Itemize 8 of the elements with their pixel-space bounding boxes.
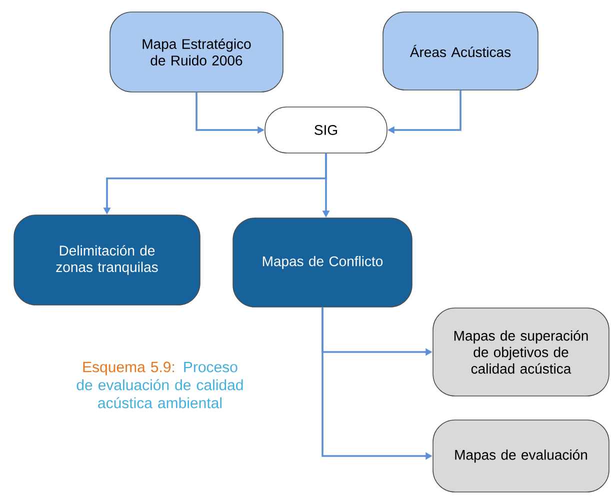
output-box: Delimitación de zonas tranquilas (14, 214, 200, 306)
input-box: Mapa Estratégico de Ruido 2006 (110, 12, 284, 92)
result-box: Mapas de superación de objetivos de calidad acústica (432, 308, 610, 396)
result-box: Mapas de evaluación (432, 420, 610, 492)
input-box: Áreas Acústicas (382, 12, 538, 90)
caption: Esquema 5.9: Proceso de evaluación de calidad acústica ambiental (76, 362, 243, 408)
process-box: SIG (264, 106, 388, 154)
output-box: Mapas de Conflicto (232, 218, 412, 308)
